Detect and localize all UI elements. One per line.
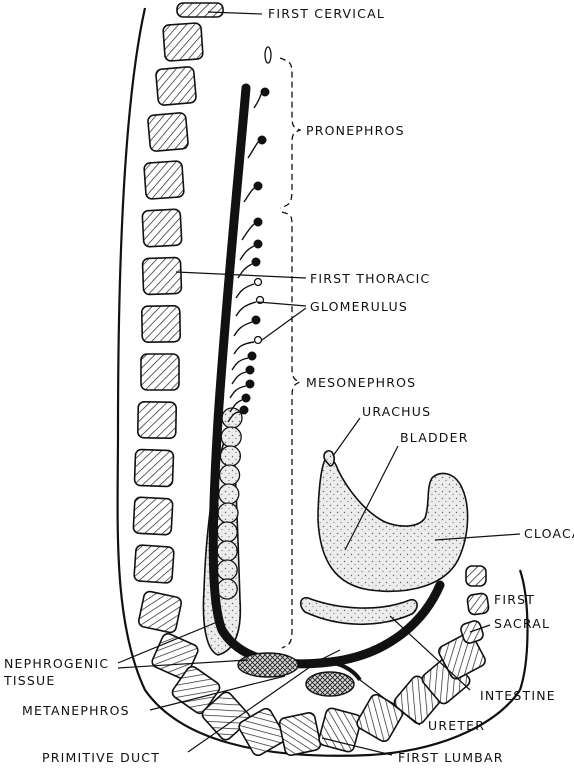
mesonephric-lobule xyxy=(217,579,237,599)
label-first-sacral-1: FIRST xyxy=(494,592,535,607)
glomerulus xyxy=(258,136,266,144)
vertebra xyxy=(134,545,174,584)
vertebra xyxy=(156,66,197,105)
label-first-sacral-2: SACRAL xyxy=(494,616,550,631)
label-first-thoracic: FIRST THORACIC xyxy=(310,271,430,286)
vertebra xyxy=(467,593,490,616)
vertebra xyxy=(133,497,173,535)
label-first-cervical: FIRST CERVICAL xyxy=(268,6,385,21)
glomerulus xyxy=(255,279,262,286)
label-metanephros: METANEPHROS xyxy=(22,703,130,718)
vertebra xyxy=(141,354,179,390)
mesonephric-lobule xyxy=(220,446,240,466)
vertebra xyxy=(138,590,183,633)
glomerulus xyxy=(254,218,262,226)
glomerulus xyxy=(252,316,260,324)
vertebra xyxy=(177,3,223,17)
mesonephric-lobule xyxy=(217,541,237,561)
mesonephric-lobule xyxy=(217,522,237,542)
leader-urachus xyxy=(333,418,360,456)
vertebra xyxy=(138,402,177,439)
glomerulus xyxy=(246,380,254,388)
tubule xyxy=(248,142,258,158)
tubule xyxy=(240,246,254,260)
vertebra xyxy=(142,257,181,294)
intestine xyxy=(301,598,417,625)
label-intestine: INTESTINE xyxy=(480,688,556,703)
tubule xyxy=(242,224,254,240)
tubule xyxy=(232,358,248,370)
mesonephric-lobule xyxy=(218,503,238,523)
glomerulus xyxy=(254,182,262,190)
tubule xyxy=(236,302,256,316)
pronephros-rudiment xyxy=(265,47,271,63)
glomerulus xyxy=(246,366,254,374)
vertebra xyxy=(134,449,173,486)
tubule xyxy=(232,372,246,384)
mesonephric-lobule xyxy=(222,408,242,428)
label-pronephros: PRONEPHROS xyxy=(306,123,405,138)
glomerulus xyxy=(252,258,260,266)
mesonephric-lobule xyxy=(220,465,240,485)
vertebra xyxy=(144,161,184,200)
tubule xyxy=(254,94,261,108)
mesonephric-lobule xyxy=(219,484,239,504)
vertebra xyxy=(278,712,321,757)
label-nephrogenic-2: TISSUE xyxy=(3,673,55,688)
glomerulus xyxy=(254,240,262,248)
label-primitive-duct: PRIMITIVE DUCT xyxy=(42,750,160,765)
glomerulus xyxy=(255,337,262,344)
glomerulus xyxy=(248,352,256,360)
tubule xyxy=(236,284,254,298)
vertebra xyxy=(148,112,189,151)
metanephros-lower xyxy=(306,672,354,696)
leader-glomerulus-2 xyxy=(262,308,306,340)
vertebra xyxy=(142,209,182,247)
leader-glomerulus-1 xyxy=(258,302,306,306)
mesonephric-lobule xyxy=(217,560,237,580)
label-first-lumbar: FIRST LUMBAR xyxy=(398,750,504,765)
label-mesonephros: MESONEPHROS xyxy=(306,375,416,390)
tubule xyxy=(244,188,254,202)
glomerulus xyxy=(240,406,248,414)
vertebra xyxy=(163,23,203,62)
label-cloaca: CLOACA xyxy=(524,526,574,541)
tubule xyxy=(234,322,252,336)
vertebra xyxy=(466,566,486,586)
pronephros-bracket xyxy=(280,58,300,208)
glomerulus xyxy=(242,394,250,402)
label-bladder: BLADDER xyxy=(400,430,469,445)
label-glomerulus: GLOMERULUS xyxy=(310,299,408,314)
label-ureter: URETER xyxy=(428,718,485,733)
glomerulus xyxy=(261,88,269,96)
mesonephric-lobule xyxy=(221,427,241,447)
cloaca xyxy=(318,458,468,591)
label-urachus: URACHUS xyxy=(362,404,431,419)
metanephros xyxy=(238,653,298,677)
vertebra xyxy=(142,306,181,343)
label-nephrogenic-1: NEPHROGENIC xyxy=(4,656,109,671)
